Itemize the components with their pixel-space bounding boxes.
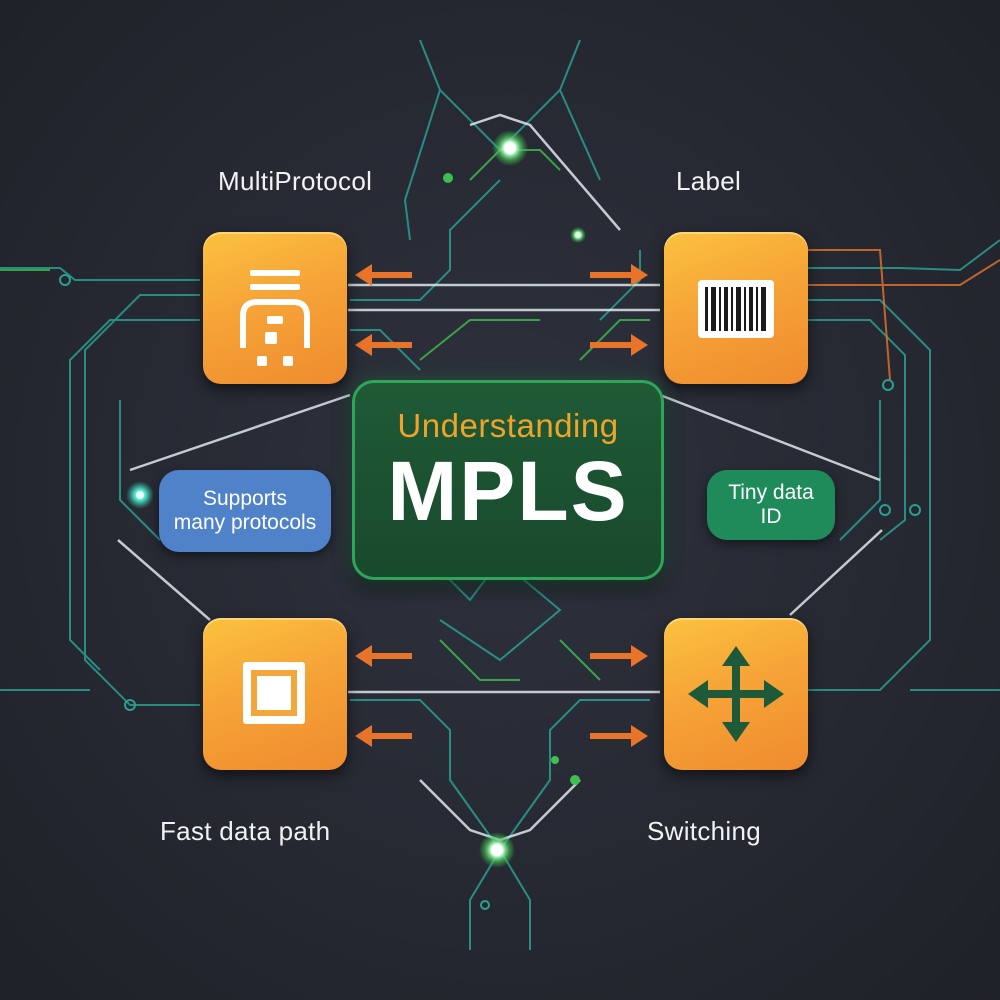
note-line: Tiny data	[728, 481, 814, 504]
tile-multiprotocol	[203, 232, 347, 384]
arrow-right-icon	[590, 645, 648, 667]
tile-label	[664, 232, 808, 384]
note-tiny-data-id: Tiny data ID	[707, 470, 835, 540]
orange-traces	[808, 249, 1000, 381]
square-frame-icon	[243, 662, 305, 724]
glowing-nodes	[126, 130, 586, 868]
arrow-left-icon	[355, 725, 412, 747]
note-supports-protocols: Supports many protocols	[159, 470, 331, 552]
stacked-layers-icon	[240, 270, 310, 366]
label-fast-data-path: Fast data path	[160, 816, 331, 846]
arrow-left-icon	[355, 264, 412, 286]
center-title: MPLS	[387, 444, 629, 538]
white-traces	[117, 113, 883, 842]
note-line: many protocols	[173, 511, 317, 534]
hollow-nodes	[59, 274, 921, 910]
note-line: Supports	[202, 487, 288, 510]
orange-arrows	[355, 264, 648, 747]
arrow-left-icon	[355, 645, 412, 667]
move-arrows-icon	[688, 646, 784, 742]
label-switching: Switching	[647, 816, 761, 846]
tile-fast-data-path	[203, 618, 347, 770]
barcode-icon	[698, 280, 774, 338]
teal-traces	[0, 39, 1000, 950]
label-multiprotocol: MultiProtocol	[218, 166, 373, 196]
center-subtitle: Understanding	[397, 407, 619, 444]
arrow-right-icon	[590, 334, 648, 356]
arrow-right-icon	[590, 264, 648, 286]
center-title-box: Understanding MPLS	[352, 380, 664, 580]
arrow-left-icon	[355, 334, 412, 356]
note-line: ID	[760, 505, 782, 528]
arrow-right-icon	[590, 725, 648, 747]
label-label: Label	[676, 166, 742, 196]
tile-switching	[664, 618, 808, 770]
